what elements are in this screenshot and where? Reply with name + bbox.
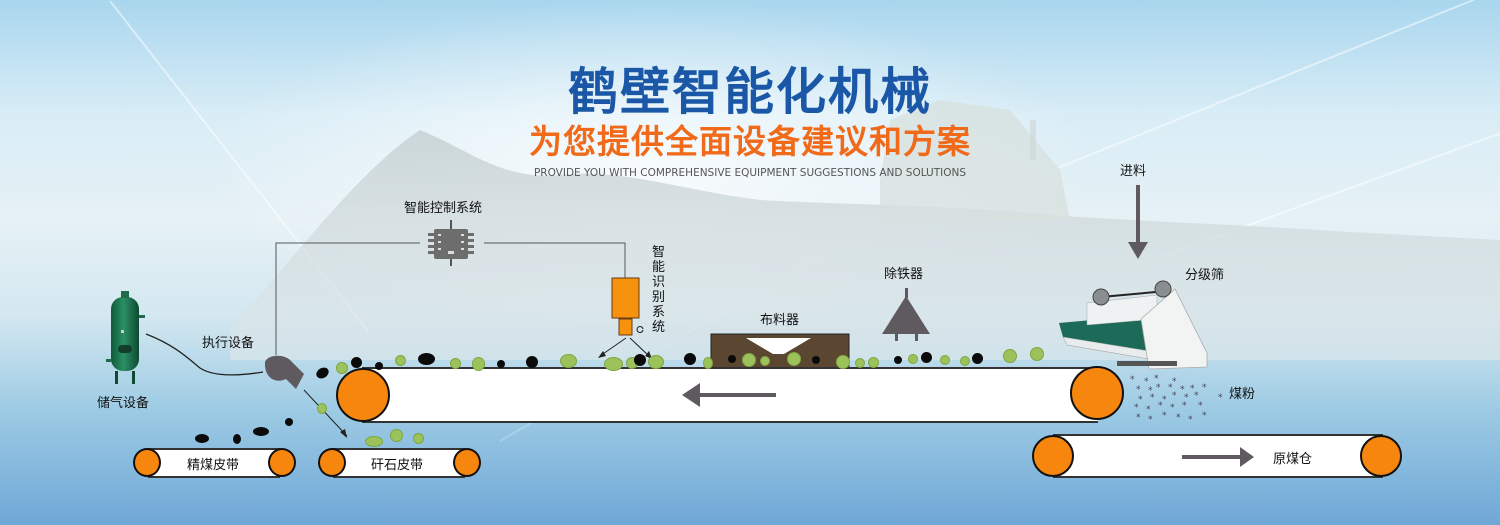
svg-text:*: * <box>1162 411 1167 421</box>
raw-coal-belt <box>1053 434 1383 478</box>
svg-text:*: * <box>1144 377 1149 387</box>
raw-coal-bin-label: 原煤仓 <box>1273 452 1313 467</box>
svg-text:*: * <box>1194 391 1199 401</box>
gangue-belt <box>333 448 465 478</box>
screen-label: 分级筛 <box>1185 268 1225 283</box>
svg-text:*: * <box>1198 401 1203 411</box>
svg-text:*: * <box>1158 401 1163 411</box>
svg-text:*: * <box>1150 393 1155 403</box>
coal-powder-particles: **** ******* ******* ****** ****** <box>1130 374 1223 425</box>
svg-text:*: * <box>1156 383 1161 393</box>
svg-text:*: * <box>1184 393 1189 403</box>
actuator-label: 执行设备 <box>202 336 255 351</box>
arrow-down-icon <box>1128 185 1148 259</box>
recognition-system-label: 智能识别系统 <box>652 245 666 335</box>
raw-coal-belt-roller-right <box>1360 435 1402 477</box>
distributor-label: 布料器 <box>760 313 800 328</box>
clean-coal-belt-label: 精煤皮带 <box>187 458 240 473</box>
iron-remover-label: 除铁器 <box>884 267 924 282</box>
svg-text:*: * <box>1180 385 1185 395</box>
svg-text:*: * <box>1172 377 1177 387</box>
svg-text:*: * <box>1168 383 1173 393</box>
clean-coal-belt <box>148 448 280 478</box>
svg-text:*: * <box>1130 375 1135 385</box>
raw-coal-belt-roller-left <box>1032 435 1074 477</box>
distributor-box <box>710 333 850 369</box>
feed-label: 进料 <box>1120 164 1147 179</box>
control-system-label: 智能控制系统 <box>404 201 483 216</box>
svg-text:*: * <box>1136 385 1141 395</box>
gangue-belt-roller-left <box>318 448 346 477</box>
page-tagline: PROVIDE YOU WITH COMPREHENSIVE EQUIPMENT… <box>533 167 967 179</box>
svg-text:*: * <box>1148 386 1153 396</box>
camera-icon <box>611 277 644 336</box>
air-tank-icon <box>106 291 145 384</box>
magnet-icon <box>882 288 930 341</box>
clean-coal-belt-roller-left <box>133 448 161 477</box>
arrow-right-icon <box>1182 447 1254 467</box>
svg-text:*: * <box>1162 395 1167 405</box>
svg-text:*: * <box>1202 411 1207 421</box>
main-belt-roller-right <box>1070 366 1124 420</box>
main-belt-roller-left <box>336 368 390 422</box>
page-title: 鹤壁智能化机械 <box>568 63 932 121</box>
svg-text:*: * <box>1202 383 1207 393</box>
svg-text:*: * <box>1176 413 1181 423</box>
svg-text:*: * <box>1188 415 1193 425</box>
svg-text:*: * <box>1154 374 1159 384</box>
svg-text:*: * <box>1148 415 1153 425</box>
nozzle-icon <box>264 355 304 389</box>
svg-text:*: * <box>1172 391 1177 401</box>
svg-text:*: * <box>1136 413 1141 423</box>
svg-text:*: * <box>1182 401 1187 411</box>
svg-text:*: * <box>1146 405 1151 415</box>
svg-text:*: * <box>1134 403 1139 413</box>
svg-text:*: * <box>1170 403 1175 413</box>
air-storage-label: 储气设备 <box>97 396 150 411</box>
chip-icon <box>428 220 474 266</box>
gangue-belt-label: 矸石皮带 <box>371 458 424 473</box>
arrow-left-icon <box>682 383 776 407</box>
page-subtitle: 为您提供全面设备建议和方案 <box>529 122 971 161</box>
svg-text:*: * <box>1218 393 1223 403</box>
coal-powder-label: 煤粉 <box>1229 387 1256 402</box>
clean-coal-belt-roller-right <box>268 448 296 477</box>
gangue-belt-roller-right <box>453 448 481 477</box>
vibrating-screen-icon <box>1059 280 1208 370</box>
svg-text:*: * <box>1138 395 1143 405</box>
svg-text:*: * <box>1190 384 1195 394</box>
